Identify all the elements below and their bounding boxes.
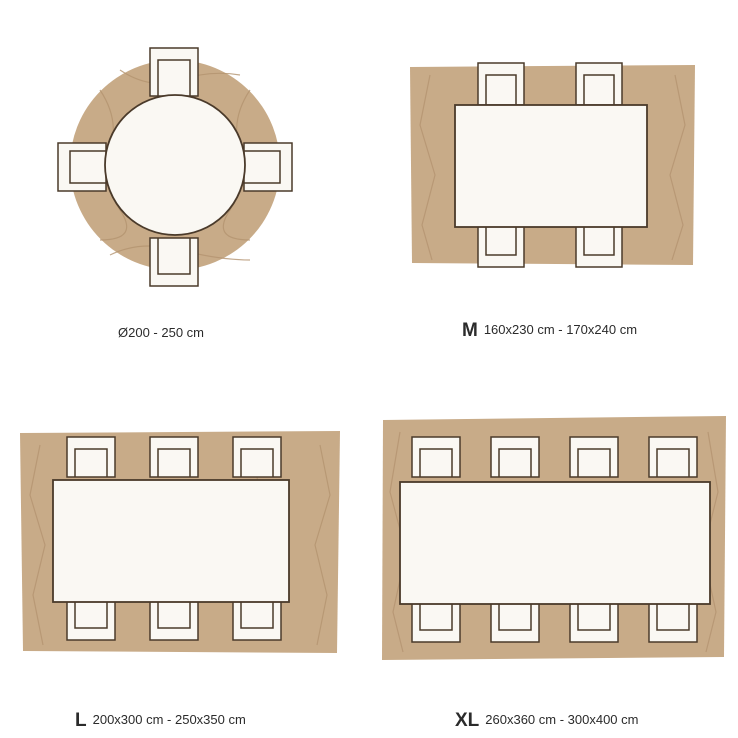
xl-rug-diagram [382, 416, 726, 660]
chair [411, 601, 461, 643]
xl-dims: 260x360 cm - 300x400 cm [485, 712, 639, 727]
chair [66, 599, 116, 641]
l-table [52, 479, 290, 603]
l-size-label: L 200x300 cm - 250x350 cm [75, 710, 246, 732]
chair [575, 62, 623, 106]
m-size-letter: M [462, 320, 478, 341]
m-dims: 160x230 cm - 170x240 cm [483, 322, 638, 337]
chair [66, 436, 116, 478]
chair [149, 47, 199, 97]
l-dims: 200x300 cm - 250x350 cm [92, 712, 246, 727]
xl-table [399, 481, 711, 605]
rug-pattern [419, 74, 686, 261]
chair [490, 601, 540, 643]
round-size-label: Ø200 - 250 cm [118, 325, 204, 340]
chair [243, 142, 293, 192]
chair [569, 436, 619, 478]
chair [411, 436, 461, 478]
m-rug-diagram [410, 62, 695, 268]
xl-size-letter: XL [455, 710, 480, 731]
m-size-label: M 160x230 cm - 170x240 cm [462, 320, 637, 342]
chair [648, 436, 698, 478]
chair [232, 599, 282, 641]
m-table [454, 104, 648, 228]
round-dims: Ø200 - 250 cm [118, 325, 204, 340]
chair [149, 436, 199, 478]
xl-size-label: XL 260x360 cm - 300x400 cm [455, 710, 638, 732]
l-rug-diagram [20, 431, 340, 653]
chair [648, 601, 698, 643]
chair [149, 599, 199, 641]
chair [149, 237, 199, 287]
chair [569, 601, 619, 643]
chair [490, 436, 540, 478]
chair [575, 224, 623, 268]
round-rug-diagram [57, 47, 293, 287]
round-table [104, 94, 246, 236]
chair [477, 224, 525, 268]
chair [232, 436, 282, 478]
chair [477, 62, 525, 106]
chair [57, 142, 107, 192]
l-size-letter: L [75, 710, 87, 731]
